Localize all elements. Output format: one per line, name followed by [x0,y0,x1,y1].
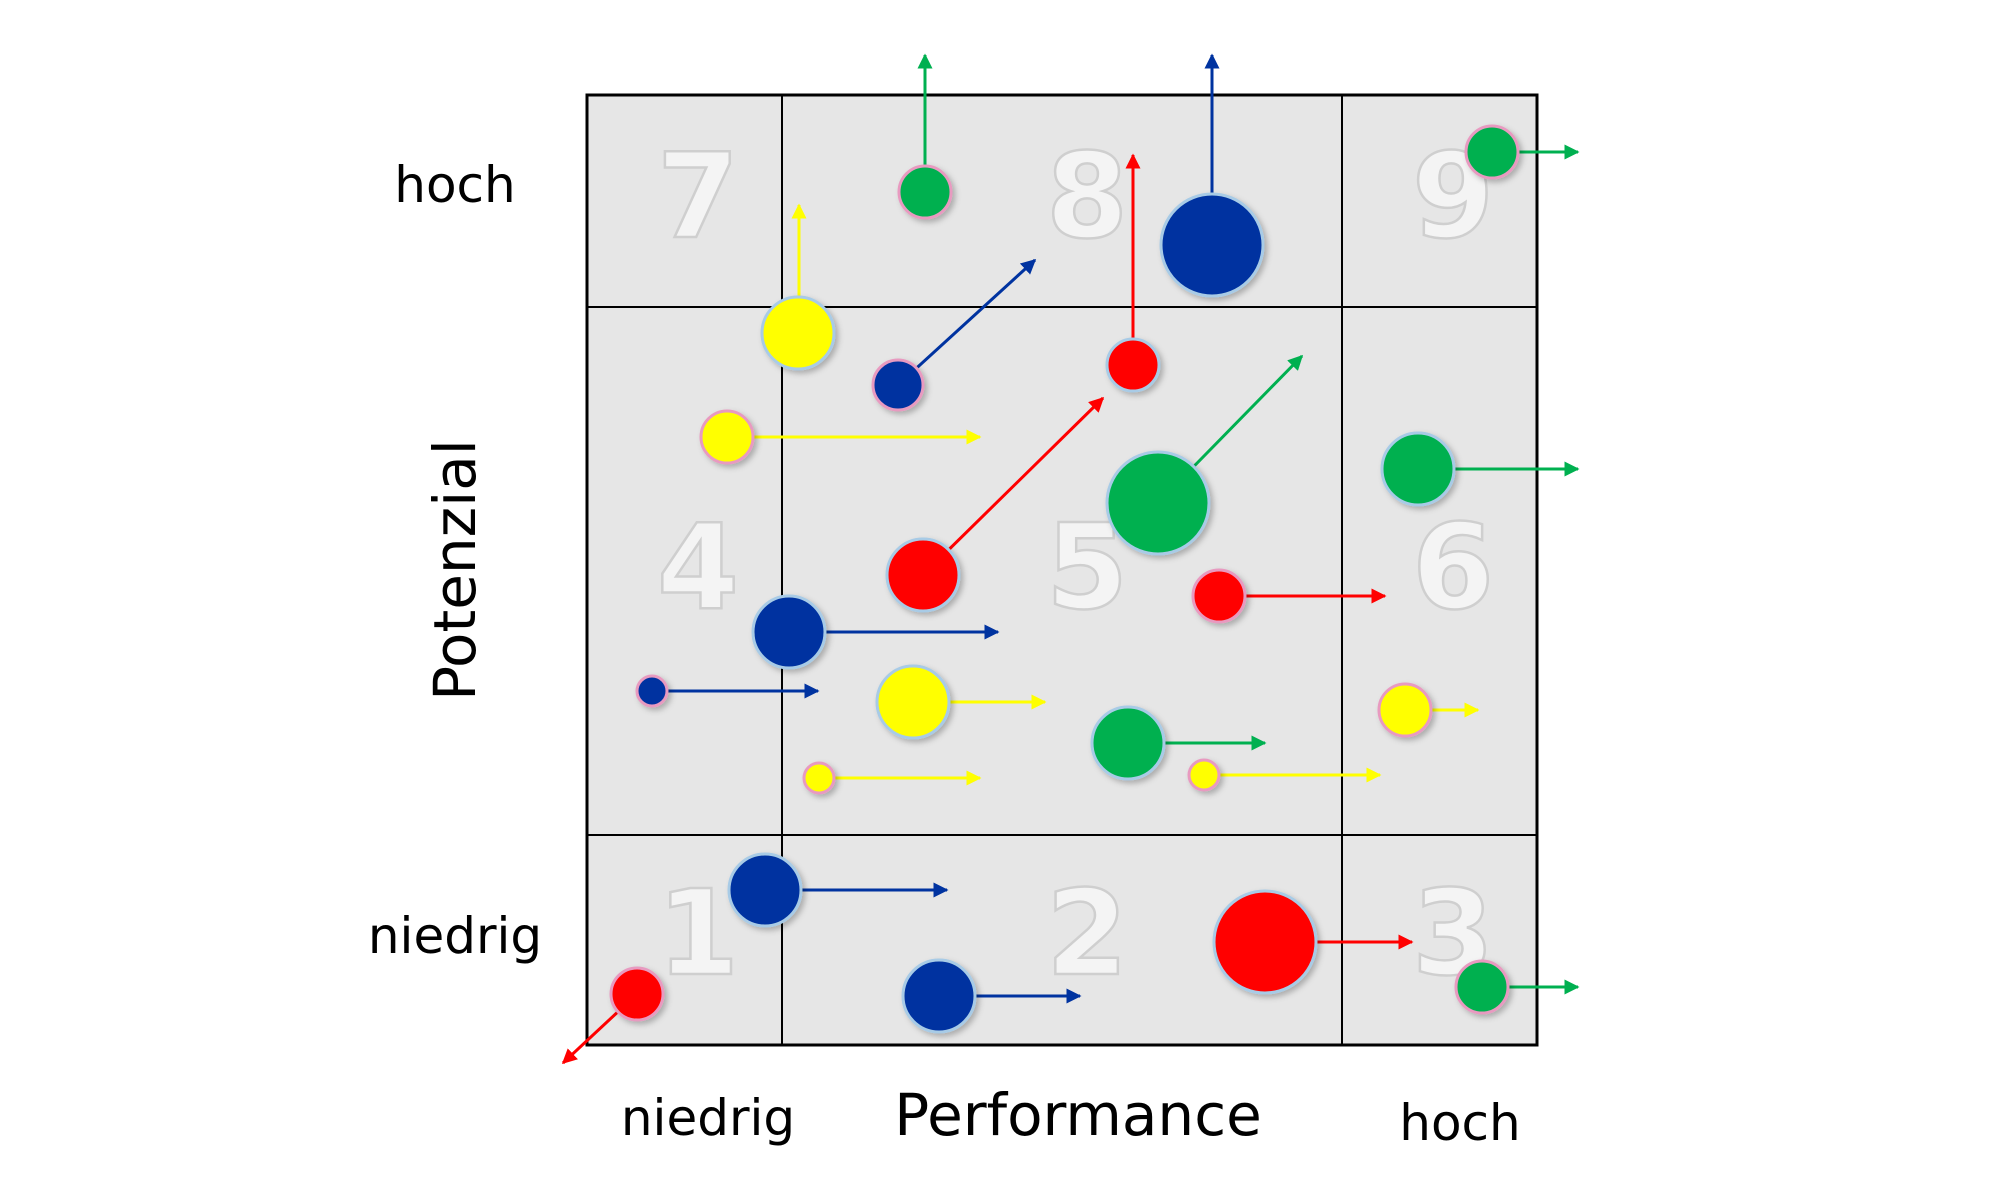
y-label-low: niedrig [368,907,542,965]
circle-blue [727,852,803,928]
axis-labels: hoch niedrig Potenzial niedrig Performan… [368,156,1521,1152]
y-axis-title: Potenzial [421,439,489,701]
circle-blue [635,674,669,708]
circle-green [1105,450,1211,556]
circle-red [885,537,961,613]
cell-number-7: 7 [657,127,739,265]
x-label-high: hoch [1399,1094,1520,1152]
circle-yellow [875,664,951,740]
circle-red [1212,889,1318,995]
cell-numbers: 7 8 9 4 5 6 1 2 3 [656,126,1496,1004]
circle-yellow [699,409,755,465]
cell-number-8: 8 [1046,127,1128,265]
circle-blue [871,358,925,412]
circle-blue [751,594,827,670]
circle-green [1090,705,1166,781]
circle-yellow [760,295,836,371]
arrow-blue [896,258,1037,387]
x-axis-title: Performance [894,1081,1262,1149]
circle-yellow [802,761,836,795]
x-label-low: niedrig [621,1089,795,1147]
circle-red [609,966,665,1022]
circle-green [1380,431,1456,507]
circle-red [1105,337,1161,393]
circle-green [1454,959,1510,1015]
circle-green [897,164,953,220]
circle-yellow [1187,758,1221,792]
cell-number-9: 9 [1412,127,1494,265]
cell-number-3: 3 [1412,864,1494,1002]
arrow-red [921,396,1105,577]
employee-circles [609,124,1520,1034]
circle-red [1191,568,1247,624]
cell-number-4: 4 [657,498,739,636]
y-label-high: hoch [394,156,515,214]
cell-number-1: 1 [657,864,739,1002]
circle-yellow [1377,682,1433,738]
cell-number-2: 2 [1046,864,1128,1002]
cell-number-6: 6 [1412,498,1494,636]
circle-green [1464,124,1520,180]
circle-blue [901,958,977,1034]
circle-blue [1159,192,1265,298]
